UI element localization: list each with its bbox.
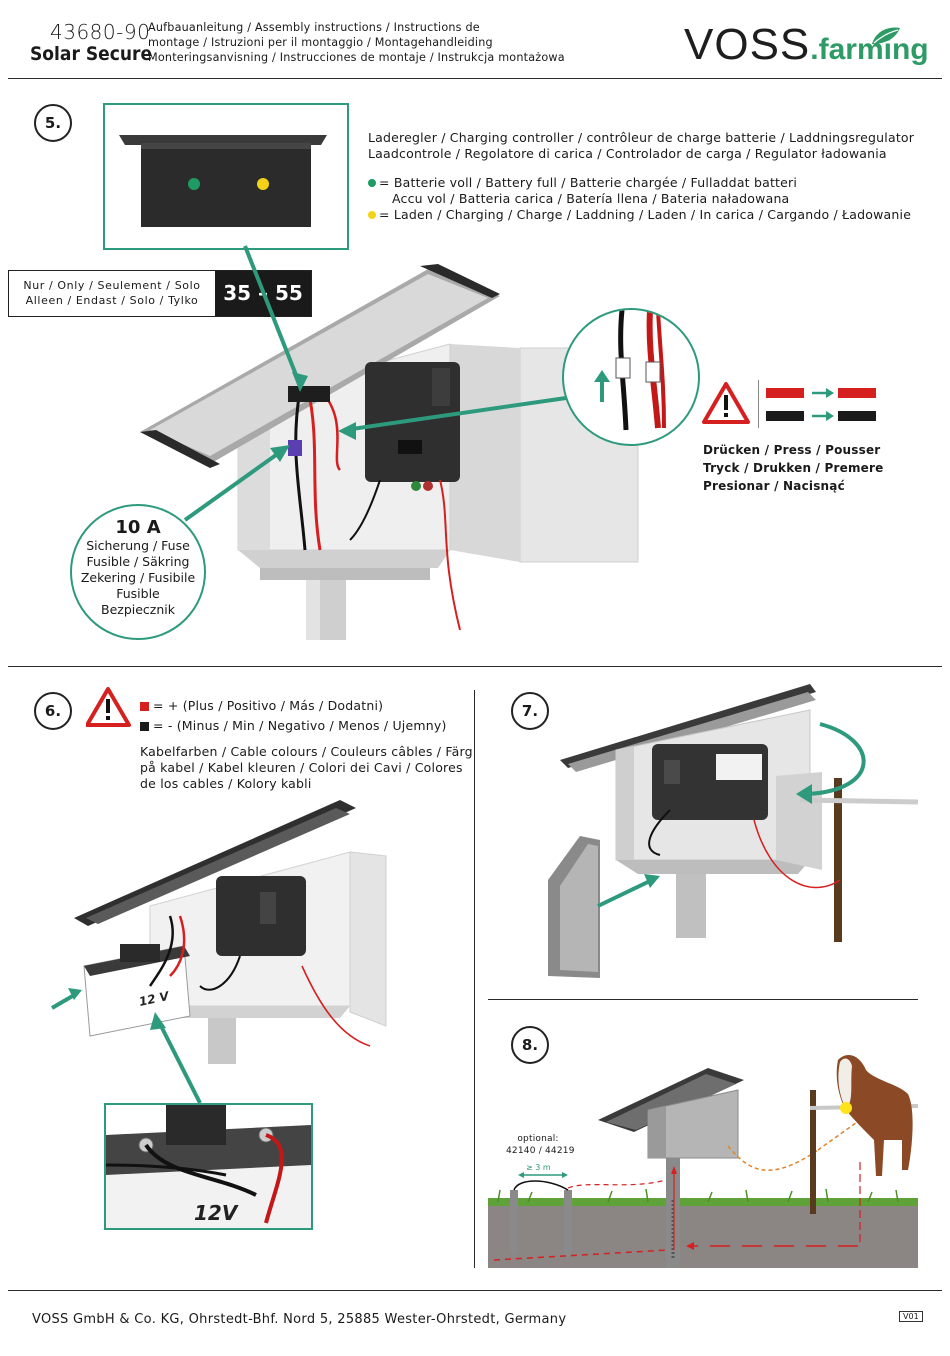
yellow-led-icon: [257, 178, 269, 190]
instructions-title: Aufbauanleitung / Assembly instructions …: [148, 20, 568, 65]
arrow-to-connector: [344, 396, 567, 432]
yellow-dot-icon: [368, 211, 376, 219]
rotate-arrow-icon: [796, 784, 812, 804]
fuse-rating: 10 A: [115, 517, 161, 538]
arrow-to-controller: [243, 245, 302, 386]
divider: [488, 999, 918, 1000]
step-6-badge: 6.: [34, 692, 72, 730]
power-value: 35 – 55 W: [215, 271, 311, 350]
product-name: Solar Secure: [30, 43, 153, 65]
power-restriction-text: Nur / Only / Seulement / Solo Alleen / E…: [9, 271, 215, 316]
battery-voltage-label: 12 V: [138, 989, 172, 1009]
arrow-to-battery: [156, 1019, 202, 1104]
power-line: Alleen / Endast / Solo / Tylko: [25, 294, 199, 307]
optional-codes: 42140 / 44219: [506, 1146, 575, 1156]
fuse-line: Bezpiecznik: [101, 602, 175, 617]
step-8-badge: 8.: [511, 1026, 549, 1064]
cable-colours-text: Kabelfarben / Cable colours / Couleurs c…: [140, 744, 473, 792]
connector-illustration: [594, 310, 666, 431]
instructions-line: Aufbauanleitung / Assembly instructions …: [148, 21, 480, 34]
insert-arrow-icon: [68, 988, 82, 1000]
controller-line: Laadcontrole / Regolatore di carica / Co…: [368, 146, 887, 161]
version-badge: V01: [899, 1311, 923, 1322]
cable-line: Kabelfarben / Cable colours / Couleurs c…: [140, 744, 473, 759]
callout-arrows: [150, 1012, 202, 1104]
fuse-icon: [288, 440, 302, 456]
grounding-diagram: ≥ 3 m: [488, 1055, 918, 1268]
warning-icon: [702, 382, 750, 424]
divider: [474, 690, 475, 1268]
cable-line: de los cables / Kolory kabli: [140, 776, 312, 791]
divider: [8, 666, 942, 667]
led-legend: = Batterie voll / Battery full / Batteri…: [368, 175, 911, 223]
connector-zoom: [562, 308, 700, 446]
press-line: Tryck / Drukken / Premere: [703, 461, 884, 475]
leaf-icon: [872, 27, 900, 44]
press-instructions: Drücken / Press / Pousser Tryck / Drukke…: [703, 441, 883, 495]
battery-terminal-zoom: 12V: [104, 1103, 313, 1230]
optional-earth-rods: optional: 42140 / 44219: [506, 1133, 575, 1157]
divider: [8, 78, 942, 79]
power-line: Nur / Only / Seulement / Solo: [23, 279, 201, 292]
shock-icon: [840, 1102, 852, 1114]
polarity-legend: = + (Plus / Positivo / Más / Dodatni) = …: [140, 696, 447, 736]
divider: [8, 1290, 942, 1291]
controller-line: Laderegler / Charging controller / contr…: [368, 130, 915, 145]
fuse-line: Zekering / Fusibile: [80, 570, 196, 585]
arrow-to-fuse: [183, 448, 285, 522]
push-up-arrow-icon: [594, 370, 610, 382]
logo-main: VOSS: [684, 20, 811, 69]
cable-connection-icon: [766, 388, 876, 421]
press-line: Presionar / Nacisnąć: [703, 479, 845, 493]
fuse-line: Fusible: [116, 586, 160, 601]
cable-line: på kabel / Kabel kleuren / Colori dei Ca…: [140, 760, 463, 775]
green-legend-text: = Batterie voll / Battery full / Batteri…: [379, 175, 798, 190]
solar-power-label: Nur / Only / Seulement / Solo Alleen / E…: [8, 270, 312, 350]
press-line: Drücken / Press / Pousser: [703, 443, 881, 457]
battery-installation-illustration: 12 V: [50, 800, 387, 1064]
logo-suffix: .farming: [810, 33, 929, 66]
article-number: 43680-90: [50, 20, 151, 44]
green-dot-icon: [368, 179, 376, 187]
plus-legend: = + (Plus / Positivo / Más / Dodatni): [153, 698, 384, 713]
insert-door-arrow-icon: [644, 874, 660, 888]
green-led-icon: [188, 178, 200, 190]
fuse-line: Fusible / Säkring: [86, 554, 190, 569]
charge-controller-zoom: [103, 103, 349, 250]
step-7-badge: 7.: [511, 692, 549, 730]
minus-legend: = - (Minus / Min / Negativo / Menos / Uj…: [153, 718, 447, 733]
voss-logo: VOSS.farming: [684, 20, 929, 70]
charge-controller-illustration: [119, 135, 327, 227]
battery-voltage-zoom-label: 12V: [194, 1201, 239, 1225]
controller-title: Laderegler / Charging controller / contr…: [368, 130, 914, 162]
controller-icon: [288, 386, 330, 402]
solar-station-open-illustration: [140, 264, 639, 640]
warning-icon: [86, 687, 131, 727]
instructions-line: Monteringsanvisning / Instrucciones de m…: [148, 51, 565, 64]
optional-label: optional:: [517, 1134, 559, 1144]
instructions-line: montage / Istruzioni per il montaggio / …: [148, 36, 493, 49]
divider: [758, 380, 759, 428]
yellow-legend-text: = Laden / Charging / Charge / Laddning /…: [379, 207, 912, 222]
fuse-callout: 10 A Sicherung / Fuse Fusible / Säkring …: [70, 504, 206, 640]
black-square-icon: [140, 722, 149, 731]
step-5-badge: 5.: [34, 104, 72, 142]
fuse-line: Sicherung / Fuse: [86, 538, 190, 553]
green-legend-text-2: Accu vol / Batteria carica / Batería lle…: [392, 191, 790, 206]
close-door-illustration: [548, 684, 919, 978]
distance-label: ≥ 3 m: [526, 1163, 551, 1172]
company-address: VOSS GmbH & Co. KG, Ohrstedt-Bhf. Nord 5…: [32, 1312, 567, 1327]
callout-arrows: [183, 245, 567, 522]
red-square-icon: [140, 702, 149, 711]
battery-terminal-illustration: 12V: [105, 1105, 311, 1228]
